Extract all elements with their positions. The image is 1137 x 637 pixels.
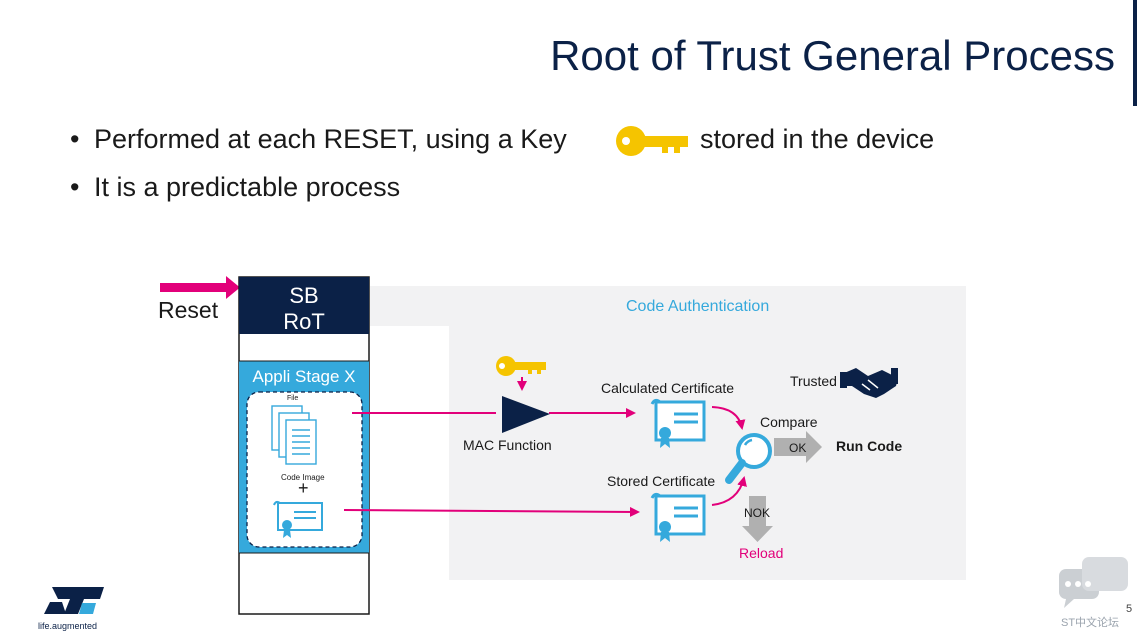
key-icon — [616, 126, 688, 156]
reset-label: Reset — [158, 297, 219, 323]
bullet-1-text: Performed at each RESET, using a Key — [94, 124, 567, 154]
plus-sign: + — [298, 478, 309, 498]
appli-stage-label: Appli Stage X — [252, 367, 356, 386]
handshake-icon — [840, 368, 898, 398]
bullet-2-text: It is a predictable process — [94, 172, 401, 202]
bullet-item-1: •Performed at each RESET, using a Key — [70, 124, 567, 154]
logo-tagline: life.augmented — [38, 621, 98, 631]
mac-function-label: MAC Function — [463, 437, 552, 453]
forum-watermark-text: ST中文论坛 — [1061, 617, 1120, 629]
file-icon — [271, 405, 317, 465]
reset-arrow — [160, 276, 240, 299]
trusted-label: Trusted — [790, 373, 837, 389]
stored-certificate-label: Stored Certificate — [607, 473, 716, 489]
calculated-to-compare-arrow — [711, 406, 746, 430]
ok-label: OK — [789, 441, 807, 455]
rot-label: RoT — [283, 309, 325, 334]
magnifier-icon — [725, 433, 772, 484]
key-icon-small — [496, 356, 546, 376]
reload-label: Reload — [739, 545, 784, 561]
stored-to-compare-arrow — [711, 476, 747, 506]
nok-arrow — [742, 496, 773, 542]
compare-label: Compare — [760, 414, 818, 430]
code-image-label: Code Image — [281, 473, 325, 482]
cert-to-stored-line — [343, 506, 640, 517]
forum-watermark-icon — [1059, 557, 1128, 608]
nok-label: NOK — [744, 506, 771, 520]
certificate-icon-small — [273, 500, 323, 538]
bullet-1-text-after-key: stored in the device — [700, 124, 935, 154]
stored-certificate-icon — [650, 492, 706, 542]
run-code-label: Run Code — [836, 438, 903, 454]
code-authentication-title: Code Authentication — [626, 298, 770, 315]
calculated-certificate-icon — [650, 398, 706, 448]
ok-arrow — [774, 431, 822, 463]
page-number: 5 — [1126, 603, 1133, 615]
mac-function-triangle — [502, 396, 550, 433]
slide-title: Root of Trust General Process — [550, 32, 1115, 79]
st-logo — [44, 587, 104, 614]
sb-rot-block — [239, 277, 369, 334]
bullet-item-2: •It is a predictable process — [70, 172, 401, 202]
sb-label: SB — [289, 283, 319, 308]
calculated-certificate-label: Calculated Certificate — [601, 380, 735, 396]
file-label: File — [287, 395, 299, 402]
title-accent-bar — [1133, 0, 1137, 106]
